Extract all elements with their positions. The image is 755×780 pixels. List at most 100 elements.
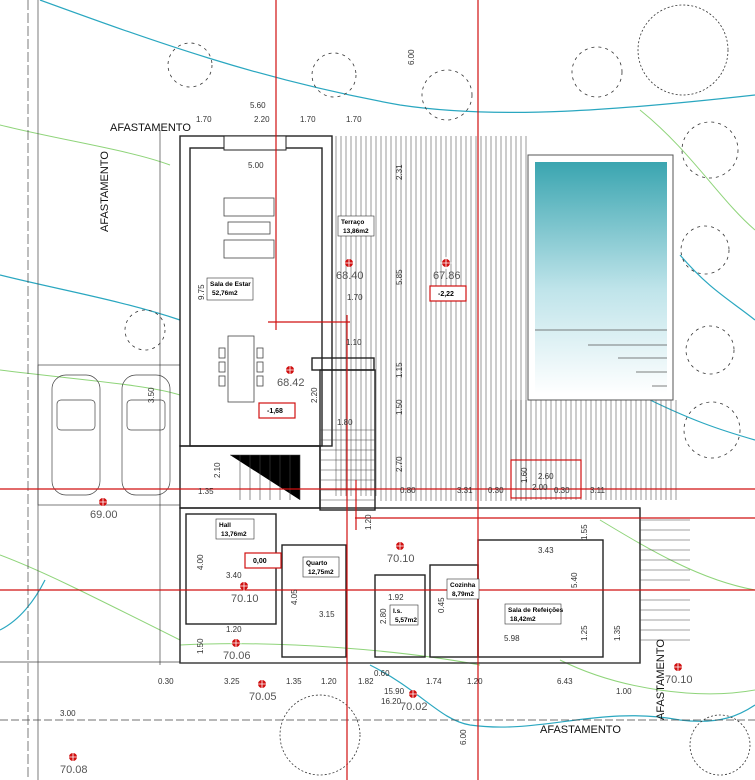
elevation-value: 68.42 <box>277 377 305 389</box>
setback-label-top: AFASTAMENTO <box>110 122 191 134</box>
dimension-label: 1.55 <box>580 524 589 540</box>
elevation-value: 70.08 <box>60 764 88 776</box>
pool-steps <box>535 329 667 387</box>
elevation-marker: 70.10 <box>665 661 693 686</box>
dimension-label: 3.40 <box>226 571 242 580</box>
dimension-label: 0.30 <box>488 486 504 495</box>
furniture <box>218 197 275 403</box>
elevation-marker: 68.40 <box>336 257 364 282</box>
setback-label-bottom: AFASTAMENTO <box>540 724 621 736</box>
dimension-label: 1.80 <box>337 418 353 427</box>
dimension-label: 1.35 <box>613 625 622 641</box>
room-area: 18,42m2 <box>510 616 536 623</box>
dimension-label: 3.50 <box>147 387 156 403</box>
dimension-label: 1.50 <box>196 638 205 654</box>
elevation-marker: 70.10 <box>231 580 259 605</box>
dimension-label: 2.31 <box>395 164 404 180</box>
landscaping-trees <box>124 4 751 776</box>
elevation-markers: 68.40 67.86 68.42 69.00 70.10 70.10 70.08 70.06… <box>60 257 693 776</box>
dimension-label: 4.00 <box>196 554 205 570</box>
dimension-label: 3.11 <box>590 486 606 495</box>
dimension-label: 0.60 <box>374 669 390 678</box>
elevation-value: 69.00 <box>90 509 118 521</box>
elevation-marker: 70.02 <box>400 688 428 713</box>
room-name: Cozinha <box>450 582 476 589</box>
room-area: 8,79m2 <box>452 591 474 598</box>
level-box <box>429 285 467 302</box>
dimension-label: 0.80 <box>400 486 416 495</box>
pool-water <box>535 162 667 394</box>
room-name: Sala de Refeições <box>508 607 564 614</box>
elevation-marker: 67.86 <box>433 257 461 282</box>
elevation-value: 70.10 <box>665 674 693 686</box>
dimension-label: 5.40 <box>570 572 579 588</box>
dimension-label: 3.15 <box>319 610 335 619</box>
dimension-label: 2.00 <box>532 483 548 492</box>
elevation-marker: 70.10 <box>387 540 415 565</box>
room-name: Quarto <box>306 560 327 567</box>
level-value: -1,68 <box>267 408 283 415</box>
room-label: I.s.5,57m2 <box>389 604 419 626</box>
elevation-value: 67.86 <box>433 270 461 282</box>
dimension-label: 1.10 <box>346 338 362 347</box>
dimension-label: 1.70 <box>346 115 362 124</box>
dimension-label: 1.20 <box>321 677 337 686</box>
room-labels: Sala de Estar52,76m2Terraço13,86m2Hall13… <box>206 215 564 626</box>
terrain-contours <box>0 0 755 728</box>
room-name: Sala de Estar <box>210 281 251 288</box>
dimension-label: 4.05 <box>290 589 299 605</box>
setback-label-left: AFASTAMENTO <box>99 151 111 232</box>
dimension-label: 2.10 <box>213 462 222 478</box>
dimension-label: 3.31 <box>457 486 473 495</box>
dimension-label: 15.90 <box>384 687 405 696</box>
level-boxes: -2,22-1,680,00 <box>244 285 467 569</box>
deck-main <box>378 136 528 501</box>
dimension-label: 0.30 <box>158 677 174 686</box>
elevation-value: 70.06 <box>223 650 251 662</box>
elevation-marker: 69.00 <box>90 496 118 521</box>
dimension-label: 2.20 <box>310 387 319 403</box>
dimension-label: 6.00 <box>459 729 468 745</box>
dimension-label: 5.85 <box>395 269 404 285</box>
dimension-label: 9.75 <box>197 284 206 300</box>
dimension-label: 6.00 <box>407 49 416 65</box>
elevation-value: 70.05 <box>249 691 277 703</box>
dimension-label: 16.20 <box>381 697 402 706</box>
dimension-label: 2.20 <box>254 115 270 124</box>
level-value: -2,22 <box>438 291 454 298</box>
dimension-label: 1.25 <box>580 625 589 641</box>
parking-area <box>37 364 181 506</box>
dimension-label: 5.98 <box>504 634 520 643</box>
room-label: Cozinha 8,79m2 <box>446 578 480 600</box>
room-area: 52,76m2 <box>212 290 238 297</box>
dimension-label: 0.45 <box>437 597 446 613</box>
dimension-label: 1.74 <box>426 677 442 686</box>
dimension-label: 1.35 <box>286 677 302 686</box>
room-label: Quarto 12,75m2 <box>302 556 340 578</box>
dimension-label: 3.00 <box>60 709 76 718</box>
level-box <box>244 552 282 569</box>
dimension-label: 5.60 <box>250 101 266 110</box>
dimension-label: 1.82 <box>358 677 374 686</box>
level-box <box>258 402 296 419</box>
setback-labels: AFASTAMENTO AFASTAMENTO AFASTAMENTO AFAS… <box>99 122 667 736</box>
dimension-label: 1.70 <box>196 115 212 124</box>
elevation-marker: 70.06 <box>223 637 251 662</box>
room-label: Sala de Refeições 18,42m2 <box>504 603 564 625</box>
dimension-label: 5.00 <box>248 161 264 170</box>
dimension-label: 1.20 <box>364 514 373 530</box>
elevation-marker: 70.05 <box>249 678 277 703</box>
dimension-label: 2.70 <box>395 456 404 472</box>
room-name: Hall <box>219 522 231 529</box>
dimension-label: 1.50 <box>395 399 404 415</box>
elevation-value: 70.02 <box>400 701 428 713</box>
room-label: Sala de Estar 52,76m2 <box>206 277 254 301</box>
dimension-label: 0.30 <box>554 486 570 495</box>
elevation-value: 70.10 <box>387 553 415 565</box>
room-area: 12,75m2 <box>308 569 334 576</box>
dimension-label: 2.60 <box>538 472 554 481</box>
dimension-label: 1.35 <box>198 487 214 496</box>
